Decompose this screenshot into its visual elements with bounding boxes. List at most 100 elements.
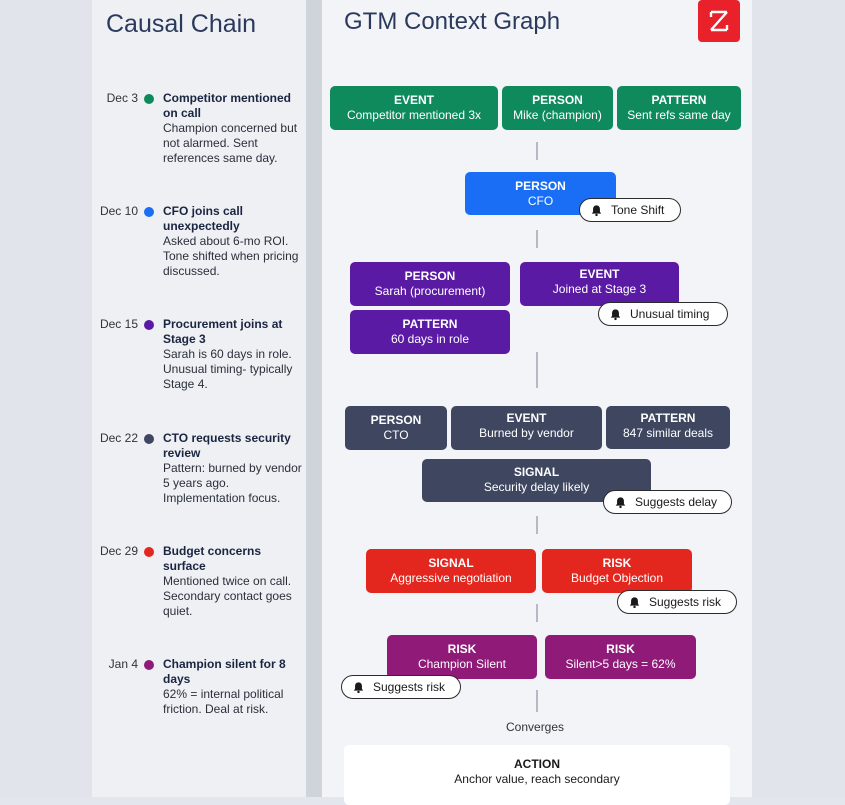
event-node[interactable]: EVENT Competitor mentioned 3x: [330, 86, 498, 130]
event-date: Dec 15: [99, 317, 138, 331]
event-title: Budget concerns surface: [163, 544, 262, 573]
connector-line: [536, 690, 538, 712]
causal-chain-panel: [92, 0, 306, 797]
node-label: Budget Objection: [570, 571, 664, 585]
pattern-node[interactable]: PATTERN 60 days in role: [350, 310, 510, 354]
event-dot: [144, 207, 154, 217]
event-description: Asked about 6-mo ROI. Tone shifted when …: [163, 234, 299, 278]
risk-node[interactable]: RISK Budget Objection: [542, 549, 692, 593]
node-type: SIGNAL: [513, 465, 560, 479]
event-description: Champion concerned but not alarmed. Sent…: [163, 121, 298, 165]
action-node[interactable]: ACTION Anchor value, reach secondary: [344, 745, 730, 805]
node-label: CTO: [383, 428, 409, 442]
event-title: CFO joins call unexpectedly: [163, 204, 244, 233]
context-graph-title: GTM Context Graph: [344, 8, 561, 35]
node-type: RISK: [606, 642, 635, 656]
unusual-timing-badge: Unusual timing: [598, 302, 728, 326]
event-description: Sarah is 60 days in role. Unusual timing…: [163, 347, 293, 391]
bell-icon: [629, 596, 640, 608]
badge-label: Tone Shift: [611, 203, 665, 217]
event-date: Dec 22: [99, 431, 138, 445]
event-description: 62% = internal political friction. Deal …: [163, 687, 284, 716]
event-dot: [144, 660, 154, 670]
event-title: Champion silent for 8 days: [163, 657, 286, 686]
badge-label: Suggests delay: [635, 495, 718, 509]
connector-line: [536, 230, 538, 248]
bell-icon: [615, 496, 626, 508]
node-type: RISK: [447, 642, 477, 656]
node-type: PERSON: [370, 413, 422, 427]
node-label: Joined at Stage 3: [552, 282, 647, 296]
event-dot: [144, 434, 154, 444]
event-date: Dec 10: [99, 204, 138, 218]
badge-label: Suggests risk: [373, 680, 446, 694]
risk-node[interactable]: RISK Champion Silent: [387, 635, 537, 679]
event-description: Mentioned twice on call. Secondary conta…: [163, 574, 292, 618]
background-left: [0, 0, 92, 797]
node-type: RISK: [602, 556, 632, 570]
node-label: CFO: [527, 194, 554, 208]
person-node[interactable]: PERSON CTO: [345, 406, 447, 450]
zoominfo-logo-icon: [698, 0, 740, 42]
event-title: CTO requests security review: [163, 431, 291, 460]
suggests-delay-badge: Suggests delay: [603, 490, 732, 514]
bell-icon: [353, 681, 364, 693]
node-type: PATTERN: [651, 93, 707, 107]
connector-line: [536, 352, 538, 388]
node-label: Burned by vendor: [479, 426, 574, 440]
node-label: Silent>5 days = 62%: [565, 657, 676, 671]
node-type: PERSON: [515, 179, 566, 193]
node-type: SIGNAL: [428, 556, 474, 570]
node-type: EVENT: [506, 411, 547, 425]
node-label: 60 days in role: [390, 332, 470, 346]
node-label: Security delay likely: [483, 480, 590, 494]
node-label: Aggressive negotiation: [390, 571, 512, 585]
connector-line: [536, 516, 538, 534]
badge-label: Suggests risk: [649, 595, 722, 609]
converges-label: Converges: [506, 720, 565, 734]
risk-node[interactable]: RISK Silent>5 days = 62%: [545, 635, 696, 679]
connector-line: [536, 142, 538, 160]
event-title: Procurement joins at Stage 3: [163, 317, 283, 346]
event-date: Dec 3: [106, 91, 138, 105]
bell-icon: [591, 204, 602, 216]
event-date: Jan 4: [108, 657, 138, 671]
event-dot: [144, 320, 154, 330]
suggests-risk-badge: Suggests risk: [341, 675, 461, 699]
bell-icon: [610, 308, 621, 320]
node-label: Mike (champion): [513, 108, 602, 122]
person-node[interactable]: PERSON Mike (champion): [502, 86, 613, 130]
causal-chain-title: Causal Chain: [106, 10, 257, 38]
pattern-node[interactable]: PATTERN Sent refs same day: [617, 86, 741, 130]
signal-node[interactable]: SIGNAL Security delay likely: [422, 459, 651, 502]
panel-divider: [306, 0, 322, 797]
event-description: Pattern: burned by vendor 5 years ago. I…: [163, 461, 302, 505]
suggests-risk-badge: Suggests risk: [617, 590, 737, 614]
event-node[interactable]: EVENT Burned by vendor: [451, 406, 602, 450]
node-type: EVENT: [579, 267, 620, 281]
tone-shift-badge: Tone Shift: [579, 198, 681, 222]
event-dot: [144, 94, 154, 104]
event-dot: [144, 547, 154, 557]
person-node[interactable]: PERSON Sarah (procurement): [350, 262, 510, 306]
node-label: 847 similar deals: [622, 426, 714, 440]
connector-line: [536, 604, 538, 622]
node-type: PATTERN: [640, 411, 696, 425]
node-type: PERSON: [404, 269, 456, 283]
event-title: Competitor mentioned on call: [163, 91, 291, 120]
event-node[interactable]: EVENT Joined at Stage 3: [520, 262, 679, 306]
node-label: Competitor mentioned 3x: [346, 108, 482, 122]
node-type: PERSON: [532, 93, 583, 107]
badge-label: Unusual timing: [630, 307, 710, 321]
node-type: EVENT: [393, 93, 434, 107]
background-right: [752, 0, 845, 797]
node-type: ACTION: [514, 757, 560, 771]
node-label: Sarah (procurement): [374, 284, 486, 298]
event-date: Dec 29: [99, 544, 138, 558]
node-type: PATTERN: [402, 317, 458, 331]
pattern-node[interactable]: PATTERN 847 similar deals: [606, 406, 730, 449]
node-label: Sent refs same day: [627, 108, 731, 122]
node-label: Anchor value, reach secondary: [454, 772, 620, 786]
signal-node[interactable]: SIGNAL Aggressive negotiation: [366, 549, 536, 593]
node-label: Champion Silent: [417, 657, 507, 671]
